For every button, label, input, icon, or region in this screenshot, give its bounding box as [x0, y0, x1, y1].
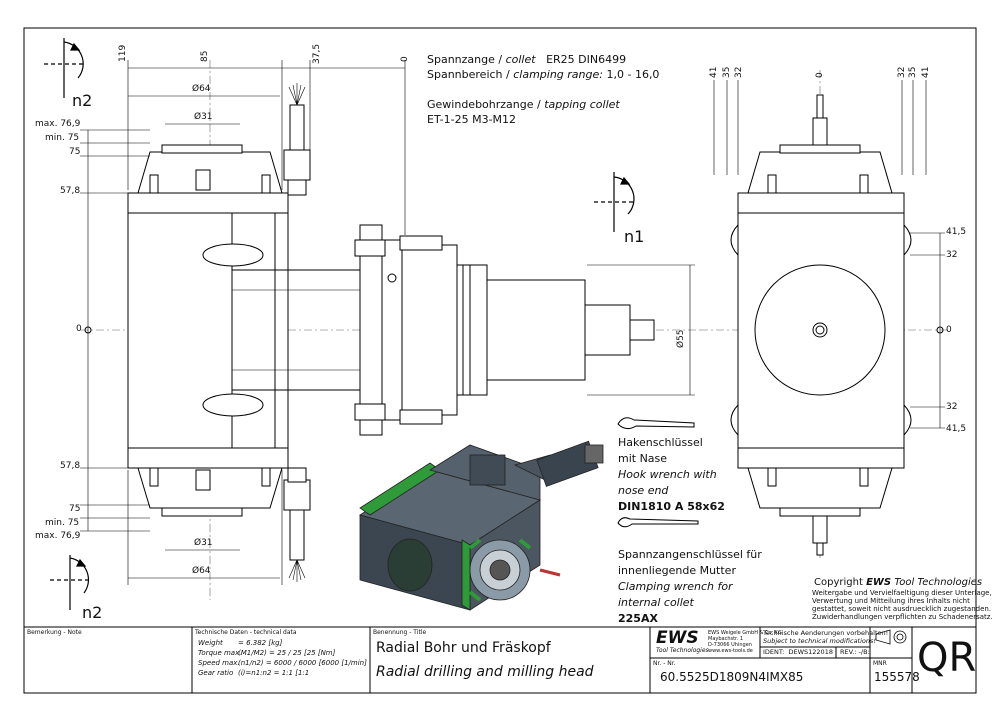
- dim-right-35-right: 35: [908, 66, 918, 78]
- dim-right-41-5-bottom: 41,5: [946, 424, 967, 434]
- title-english: Radial drilling and milling head: [376, 664, 594, 680]
- dim-75-top: 75: [69, 147, 81, 157]
- notice-de: Technische Aenderungen vorbehalten!: [763, 629, 889, 637]
- ews-logo-sub: Tool Technologies: [656, 647, 709, 654]
- dim-right-41-left: 41: [709, 66, 719, 78]
- dim-right-0-center: 0: [946, 325, 952, 335]
- dim-right-32-bottom: 32: [946, 402, 958, 412]
- projection-symbol: [875, 629, 907, 645]
- wrench1-name-de-2: mit Nase: [618, 452, 668, 465]
- dim-max-76-9-top: max. 76,9: [35, 119, 81, 129]
- revision: REV.: -/B:: [840, 648, 870, 656]
- dim-phi31-bottom: Ø31: [194, 538, 213, 548]
- dim-119: 119: [118, 44, 128, 62]
- copyright-line1: Weitergabe und Vervielfaeltigung dieser …: [812, 589, 992, 597]
- copyright-line2: Verwertung und Mitteilung ihres Inhalts …: [812, 597, 970, 605]
- tech-row-speed: Speed max.(n1/n2) = 6000 / 6000 [6000 [1…: [198, 659, 367, 667]
- dim-phi55: Ø55: [676, 329, 686, 348]
- collet-line: Spannzange / collet ER25 DIN6499: [427, 53, 627, 66]
- dim-phi64-bottom: Ø64: [192, 566, 211, 576]
- dim-right-35-left: 35: [722, 66, 732, 78]
- rotation-n1: n1: [624, 227, 645, 246]
- dim-right-41-5-top: 41,5: [946, 227, 967, 237]
- left-view: [80, 60, 700, 600]
- right-view: [700, 70, 950, 560]
- copyright-line3: gestattet, soweit nicht ausdruecklich zu…: [812, 605, 992, 613]
- copyright-title: Copyright EWS Tool Technologies: [814, 577, 983, 588]
- title-block-grid: [191, 627, 913, 693]
- dim-0-top: 0: [400, 56, 410, 62]
- dim-right-32-top: 32: [946, 250, 958, 260]
- tapping-collet-spec: ET-1-25 M3-M12: [427, 113, 517, 126]
- part-number: 60.5525D1809N4IMX85: [660, 670, 804, 684]
- title-label: Benennung - Title: [373, 629, 427, 636]
- wrench1-name-en: Hook wrench with: [618, 468, 717, 481]
- rotation-symbols: [44, 38, 635, 610]
- notice-en: Subject to technical modifications!: [763, 637, 876, 645]
- rotation-n2-bottom: n2: [82, 603, 103, 622]
- head-3d-render: [359, 440, 604, 611]
- dim-right-32-right: 32: [897, 66, 907, 78]
- company-city: D-73066 Uhingen: [708, 642, 752, 648]
- dim-0-left: 0: [76, 324, 82, 334]
- tech-row-gear: Gear ratio(i)=n1:n2 = 1:1 [1:1: [198, 669, 310, 677]
- dim-min-75-top: min. 75: [45, 133, 80, 143]
- dim-min-75-bottom: min. 75: [45, 518, 80, 528]
- wrench2-name-en-2: internal collet: [618, 596, 694, 609]
- rotation-n2-top: n2: [72, 91, 93, 110]
- company-web: www.ews-tools.de: [708, 648, 753, 654]
- ident: IDENT: DEWS122018: [763, 648, 833, 656]
- wrench-icons: [617, 417, 699, 528]
- number-label: Nr. - Nr.: [653, 660, 676, 667]
- title-german: Radial Bohr und Fräskopf: [376, 640, 551, 656]
- ews-logo: EWS: [656, 628, 699, 648]
- dim-right-32-left: 32: [734, 66, 744, 78]
- tech-row-torque: Torque max.(M1/M2) = 25 / 25 [25 [Nm]: [198, 649, 336, 657]
- dim-right-0: 0: [815, 72, 825, 78]
- dim-75-bottom: 75: [69, 504, 81, 514]
- dim-right-41-right: 41: [921, 66, 931, 78]
- dim-57-8-bottom: 57,8: [60, 461, 81, 471]
- wrench2-name-de: Spannzangenschlüssel für: [618, 548, 762, 561]
- dim-37-5: 37,5: [312, 43, 322, 64]
- copyright-line4: Zuwiderhandlungen verpflichten zu Schade…: [812, 613, 993, 621]
- wrench2-spec: 225AX: [618, 612, 658, 625]
- mnr-label: MNR: [873, 660, 887, 667]
- tech-data-label: Technische Daten - technical data: [195, 629, 297, 636]
- dim-max-76-9-bottom: max. 76,9: [35, 531, 81, 541]
- wrench2-name-de-2: innenliegende Mutter: [618, 564, 736, 577]
- remark-label: Bemerkung - Note: [27, 629, 82, 636]
- company-name: EWS Weigele GmbH & Co. KG: [708, 630, 782, 636]
- clamping-range-line: Spannbereich / clamping range: 1,0 - 16,…: [427, 68, 660, 81]
- tapping-collet-line: Gewindebohrzange / tapping collet: [427, 98, 620, 111]
- wrench1-name-en-2: nose end: [618, 484, 669, 497]
- dim-phi31-top: Ø31: [194, 112, 213, 122]
- wrench2-name-en: Clamping wrench for: [618, 580, 733, 593]
- wrench1-spec: DIN1810 A 58x62: [618, 500, 725, 513]
- dim-phi64-top: Ø64: [192, 84, 211, 94]
- company-street: Maybachstr. 1: [708, 636, 744, 642]
- dim-57-8-top: 57,8: [60, 186, 81, 196]
- mnr-number: 155578: [874, 670, 920, 684]
- tech-row-weight: Weight= 6.382 [kg]: [198, 639, 283, 647]
- wrench1-name-de: Hakenschlüssel: [618, 436, 703, 449]
- qr-mark: QR: [917, 635, 977, 681]
- dim-85: 85: [200, 50, 210, 62]
